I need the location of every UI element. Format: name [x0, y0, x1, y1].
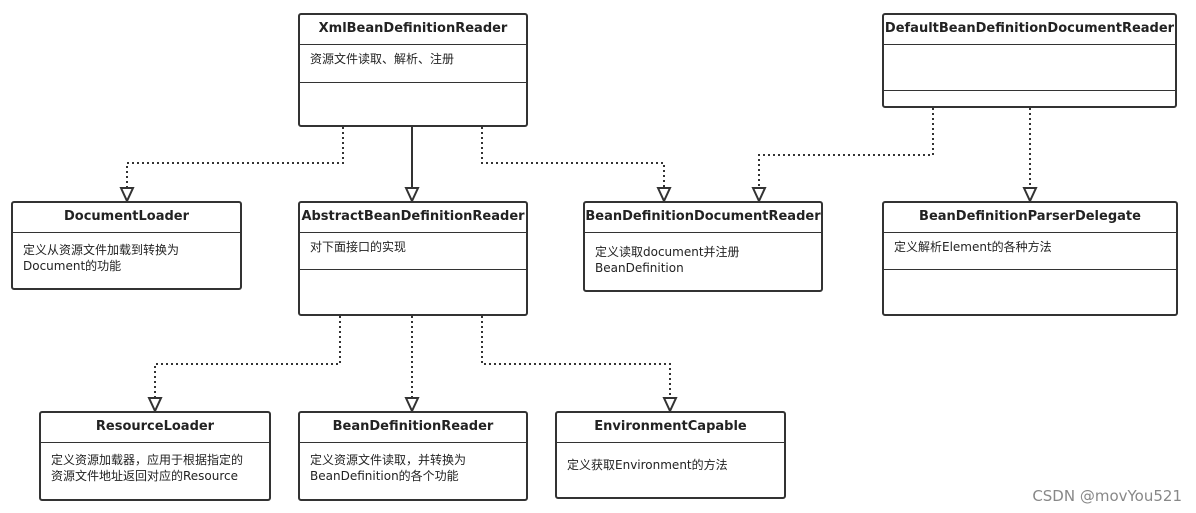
class-description: 定义获取Environment的方法	[567, 458, 728, 472]
class-name: ResourceLoader	[41, 413, 269, 443]
class-description: 资源文件读取、解析、注册	[300, 45, 526, 83]
class-bean-definition-parser-delegate: BeanDefinitionParserDelegate 定义解析Element…	[882, 201, 1178, 316]
connector-default-to-docreader	[758, 108, 934, 190]
connector-xml-to-documentloader	[126, 127, 344, 190]
class-description: 定义读取document并注册 BeanDefinition	[595, 245, 740, 275]
class-description: 对下面接口的实现	[300, 233, 526, 270]
class-environment-capable: EnvironmentCapable 定义获取Environment的方法	[555, 411, 786, 499]
class-abstract-bean-definition-reader: AbstractBeanDefinitionReader 对下面接口的实现	[298, 201, 528, 316]
connector-abstract-to-resourceloader	[154, 316, 341, 400]
class-name: AbstractBeanDefinitionReader	[300, 203, 526, 233]
arrowhead-beandefreader	[404, 397, 420, 414]
class-bean-definition-document-reader: BeanDefinitionDocumentReader 定义读取documen…	[583, 201, 823, 292]
class-name: EnvironmentCapable	[557, 413, 784, 443]
arrowhead-delegate	[1022, 187, 1038, 204]
class-methods	[884, 270, 1176, 314]
watermark: CSDN @movYou521	[1032, 487, 1182, 505]
class-name: BeanDefinitionDocumentReader	[585, 203, 821, 233]
class-description: 定义资源加载器，应用于根据指定的 资源文件地址返回对应的Resource	[51, 453, 244, 483]
class-description	[884, 45, 1175, 91]
class-xml-bean-definition-reader: XmlBeanDefinitionReader 资源文件读取、解析、注册	[298, 13, 528, 127]
class-description: 定义解析Element的各种方法	[884, 233, 1176, 270]
arrowhead-docreader-left	[656, 187, 672, 204]
arrowhead-resourceloader	[147, 397, 163, 414]
class-methods	[300, 270, 526, 314]
class-bean-definition-reader: BeanDefinitionReader 定义资源文件读取，并转换为 BeanD…	[298, 411, 528, 501]
class-name: BeanDefinitionParserDelegate	[884, 203, 1176, 233]
class-description: 定义资源文件读取，并转换为 BeanDefinition的各个功能	[310, 453, 467, 483]
class-resource-loader: ResourceLoader 定义资源加载器，应用于根据指定的 资源文件地址返回…	[39, 411, 271, 501]
class-name: XmlBeanDefinitionReader	[300, 15, 526, 45]
connector-xml-to-docreader	[481, 127, 665, 190]
class-default-bean-definition-document-reader: DefaultBeanDefinitionDocumentReader	[882, 13, 1177, 108]
arrowhead-docreader-right	[751, 187, 767, 204]
class-methods	[884, 91, 1175, 106]
class-name: DefaultBeanDefinitionDocumentReader	[884, 15, 1175, 45]
class-description: 定义从资源文件加载到转换为 Document的功能	[23, 243, 180, 273]
class-name: BeanDefinitionReader	[300, 413, 526, 443]
class-document-loader: DocumentLoader 定义从资源文件加载到转换为 Document的功能	[11, 201, 242, 290]
class-name: DocumentLoader	[13, 203, 240, 233]
class-methods	[300, 83, 526, 125]
arrowhead-abstract	[404, 187, 420, 204]
connector-abstract-to-envcapable	[481, 316, 671, 400]
arrowhead-documentloader	[119, 187, 135, 204]
arrowhead-envcapable	[662, 397, 678, 414]
